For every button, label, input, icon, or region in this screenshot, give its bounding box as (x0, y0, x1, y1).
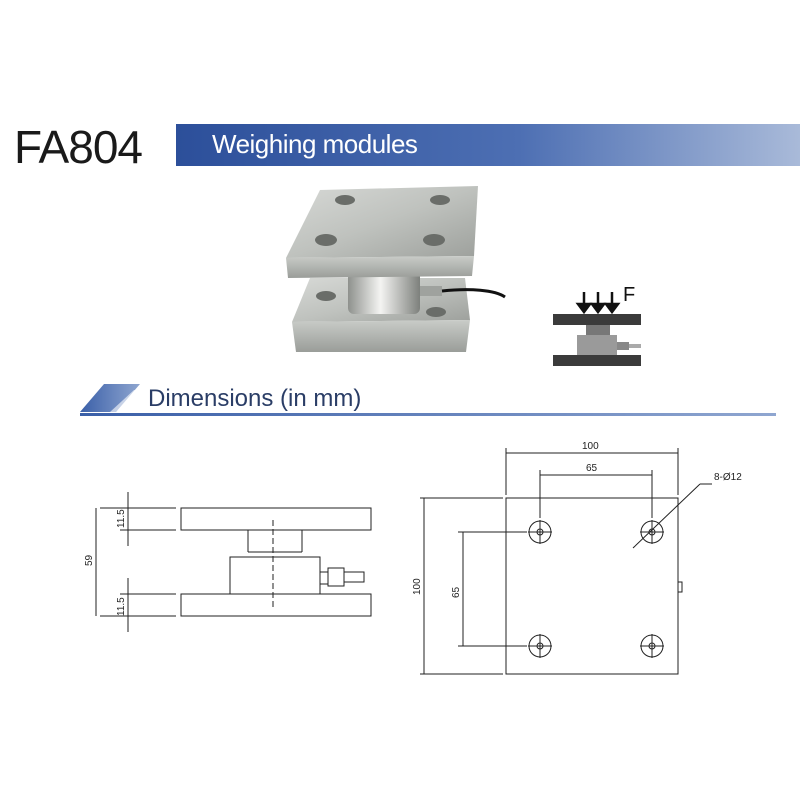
top-dim-holes: 8-Ø12 (714, 472, 742, 483)
top-view-drawing (420, 448, 712, 675)
side-top-plate (180, 507, 372, 531)
model-number: FA804 (14, 121, 143, 173)
top-dim-height: 100 (412, 578, 423, 595)
side-dim-top: 11.5 (116, 509, 127, 528)
mounting-holes (528, 520, 664, 658)
section-title: Dimensions (in mm) (148, 385, 362, 412)
top-plate-top (286, 186, 478, 258)
force-label: F (623, 284, 635, 306)
top-dim-width: 100 (582, 441, 599, 452)
top-dim-hole-spacing-x: 65 (586, 463, 598, 474)
load-cell-cylinder (348, 268, 420, 314)
side-dim-bottom: 11.5 (116, 597, 127, 616)
page-title: Weighing modules (212, 129, 418, 159)
bottom-plate-front (292, 320, 470, 352)
side-bottom-plate (180, 593, 372, 617)
force-diagram: F (553, 284, 641, 366)
top-plate-front (286, 256, 474, 278)
side-view-drawing (95, 492, 372, 632)
cable (441, 288, 506, 299)
title-band (176, 124, 800, 166)
top-dim-hole-spacing-y: 65 (451, 586, 462, 598)
side-dim-total: 59 (84, 554, 95, 566)
product-photo (286, 186, 506, 352)
section-heading-decor (80, 384, 776, 416)
